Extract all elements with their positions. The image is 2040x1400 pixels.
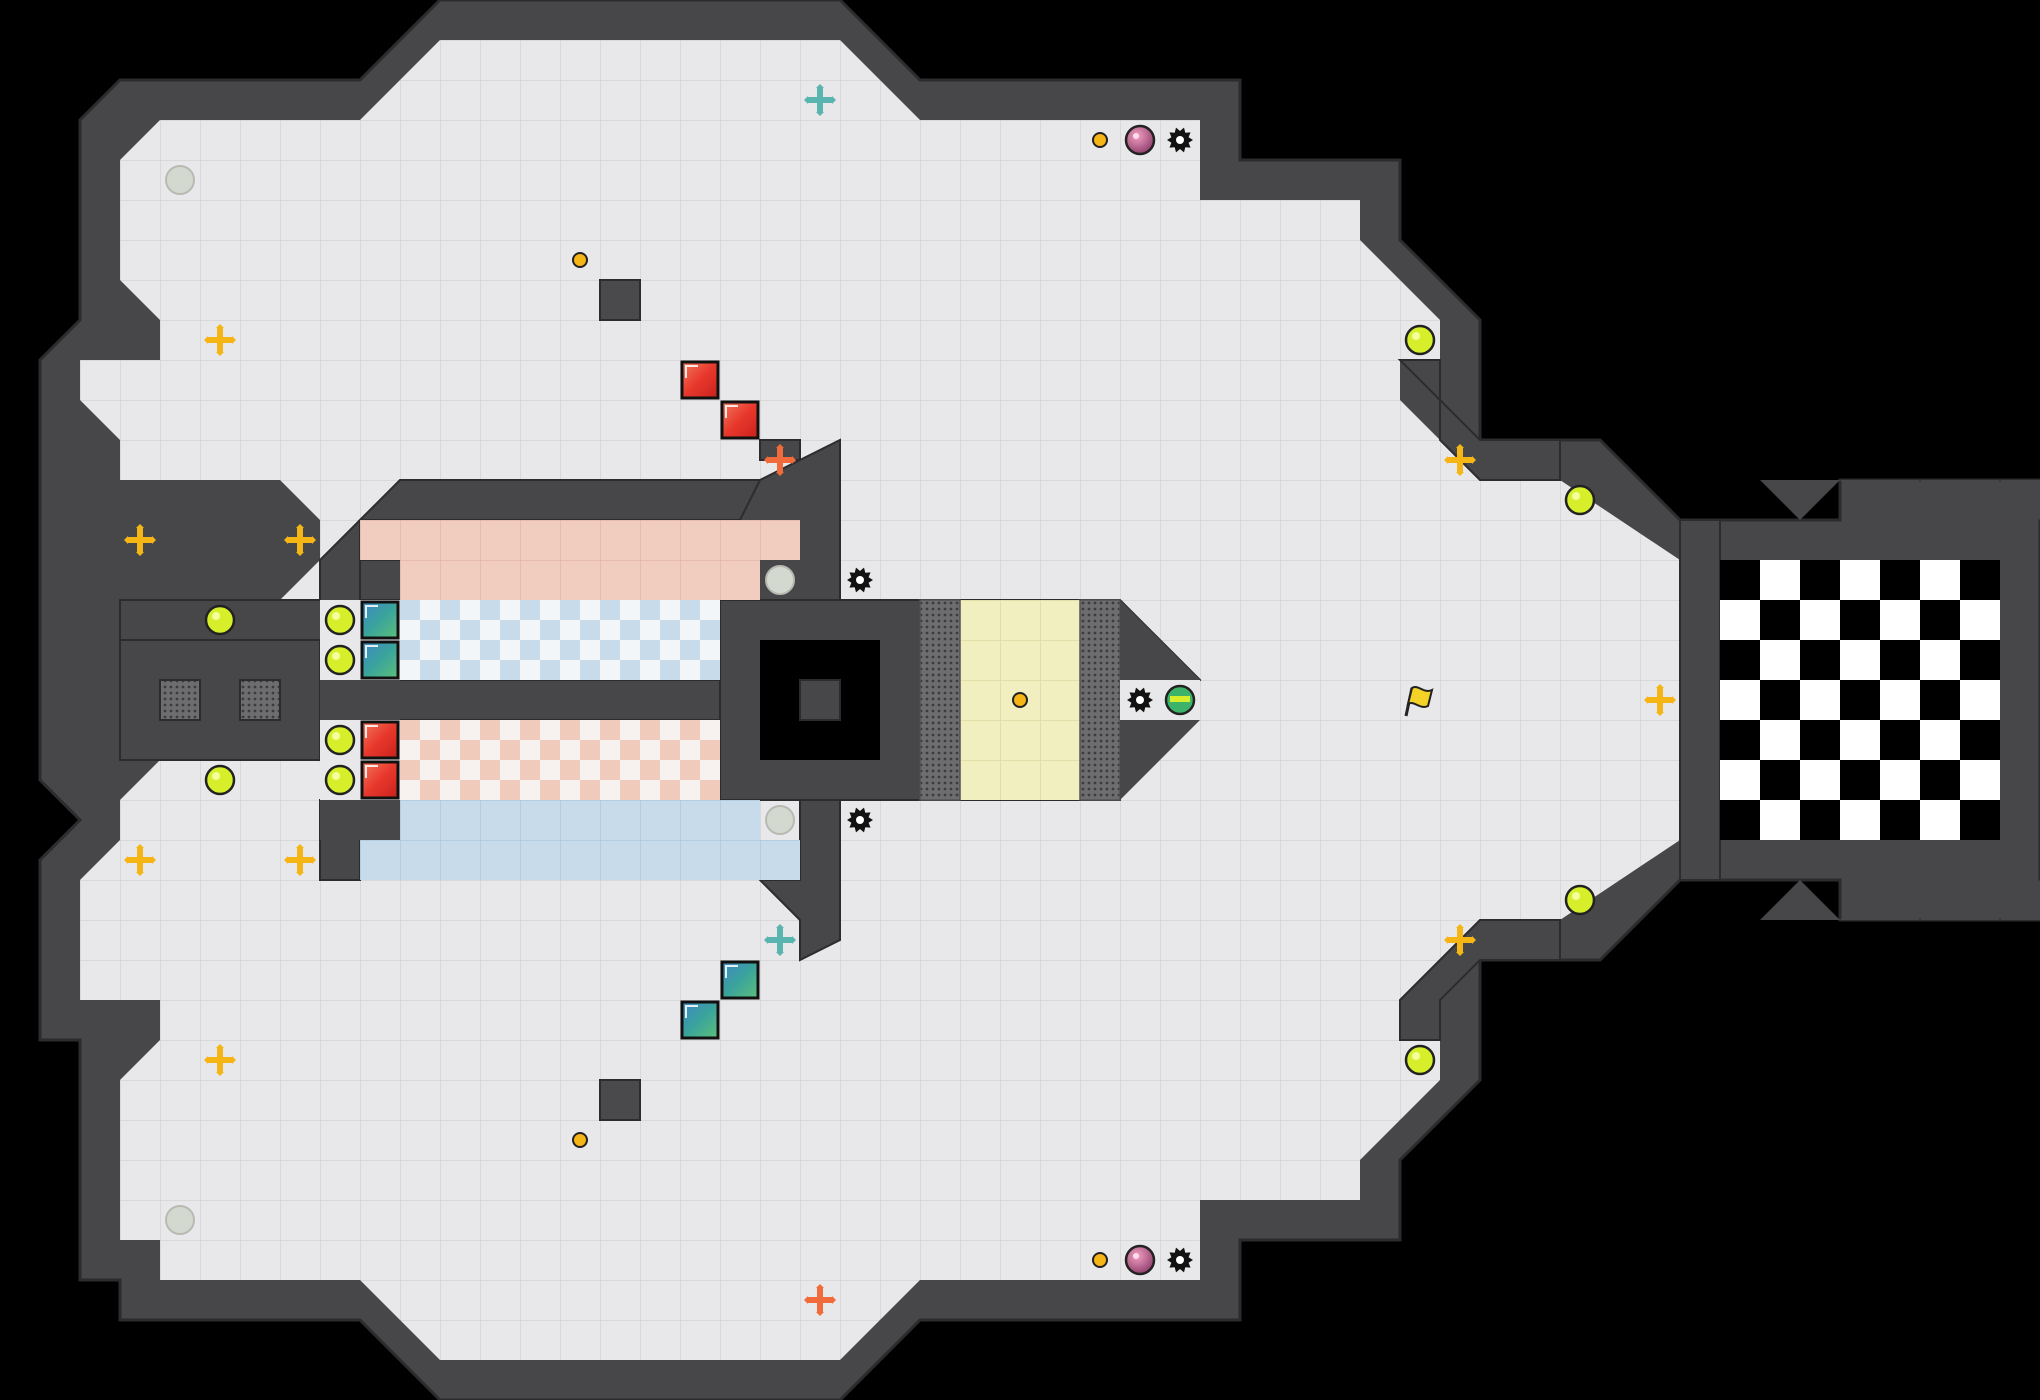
gold-dot[interactable]	[572, 252, 588, 268]
red-crate[interactable]	[680, 360, 720, 400]
gold-cross-pickup[interactable]	[124, 844, 156, 876]
teal-crate[interactable]	[360, 600, 400, 640]
gear-icon[interactable]	[1167, 1247, 1193, 1273]
green-orb[interactable]	[1564, 884, 1596, 916]
gear-icon[interactable]	[847, 807, 873, 833]
red-zone-upper-b	[400, 560, 760, 600]
red-crate[interactable]	[720, 400, 760, 440]
gold-dot[interactable]	[1092, 1252, 1108, 1268]
gold-cross-pickup[interactable]	[204, 324, 236, 356]
gear-icon[interactable]	[847, 567, 873, 593]
blue-check-zone	[400, 600, 720, 680]
grate-button-2	[239, 679, 281, 721]
green-orb[interactable]	[324, 724, 356, 756]
red-check-zone	[400, 720, 720, 800]
bomb-orb[interactable]	[1124, 1244, 1156, 1276]
red-zone-upper	[360, 520, 800, 560]
gold-cross-pickup[interactable]	[204, 1044, 236, 1076]
central-lock-walls	[719, 599, 921, 801]
items[interactable]	[124, 84, 1676, 1316]
lock-core	[799, 679, 841, 721]
colored-zones	[360, 520, 1080, 880]
gold-cross-pickup[interactable]	[284, 844, 316, 876]
inactive-orb[interactable]	[165, 165, 195, 195]
crates[interactable]	[360, 360, 760, 1040]
gold-cross-pickup[interactable]	[1444, 444, 1476, 476]
green-orb[interactable]	[1404, 1044, 1436, 1076]
green-orb[interactable]	[324, 764, 356, 796]
grate-button-1	[159, 679, 201, 721]
left-corridor	[119, 600, 400, 840]
flag-icon[interactable]	[1404, 686, 1434, 717]
teal-crate[interactable]	[360, 640, 400, 680]
orange-cross-pickup[interactable]	[764, 444, 796, 476]
pillar-lower	[599, 1079, 641, 1121]
gold-cross-pickup[interactable]	[124, 524, 156, 556]
inactive-orb[interactable]	[765, 805, 795, 835]
bomb-orb[interactable]	[1124, 124, 1156, 156]
inactive-orb[interactable]	[165, 1205, 195, 1235]
red-crate[interactable]	[360, 760, 400, 800]
gold-dot[interactable]	[572, 1132, 588, 1148]
green-orb[interactable]	[324, 644, 356, 676]
gold-cross-pickup[interactable]	[1644, 684, 1676, 716]
green-orb[interactable]	[1564, 484, 1596, 516]
blue-zone-lower-b	[360, 840, 800, 880]
red-crate[interactable]	[360, 720, 400, 760]
gold-cross-pickup[interactable]	[284, 524, 316, 556]
gold-dot[interactable]	[1092, 132, 1108, 148]
orange-cross-pickup[interactable]	[804, 1284, 836, 1316]
teal-cross-pickup[interactable]	[804, 84, 836, 116]
gear-icon[interactable]	[1167, 127, 1193, 153]
gold-dot[interactable]	[1012, 692, 1028, 708]
right-walls	[1397, 359, 1721, 1041]
inactive-orb[interactable]	[765, 565, 795, 595]
green-orb[interactable]	[324, 604, 356, 636]
green-orb[interactable]	[204, 604, 236, 636]
exit-orb[interactable]	[1164, 684, 1196, 716]
finish-zone	[1720, 480, 2040, 920]
gear-icon[interactable]	[1127, 687, 1153, 713]
green-orb[interactable]	[1404, 324, 1436, 356]
teal-crate[interactable]	[680, 1000, 720, 1040]
teal-crate[interactable]	[720, 960, 760, 1000]
blue-zone-lower	[400, 800, 760, 840]
gold-cross-pickup[interactable]	[1444, 924, 1476, 956]
green-orb[interactable]	[204, 764, 236, 796]
teal-cross-pickup[interactable]	[764, 924, 796, 956]
pillar-upper	[599, 279, 641, 321]
pillars	[599, 279, 641, 1121]
grate-columns	[919, 599, 1200, 801]
